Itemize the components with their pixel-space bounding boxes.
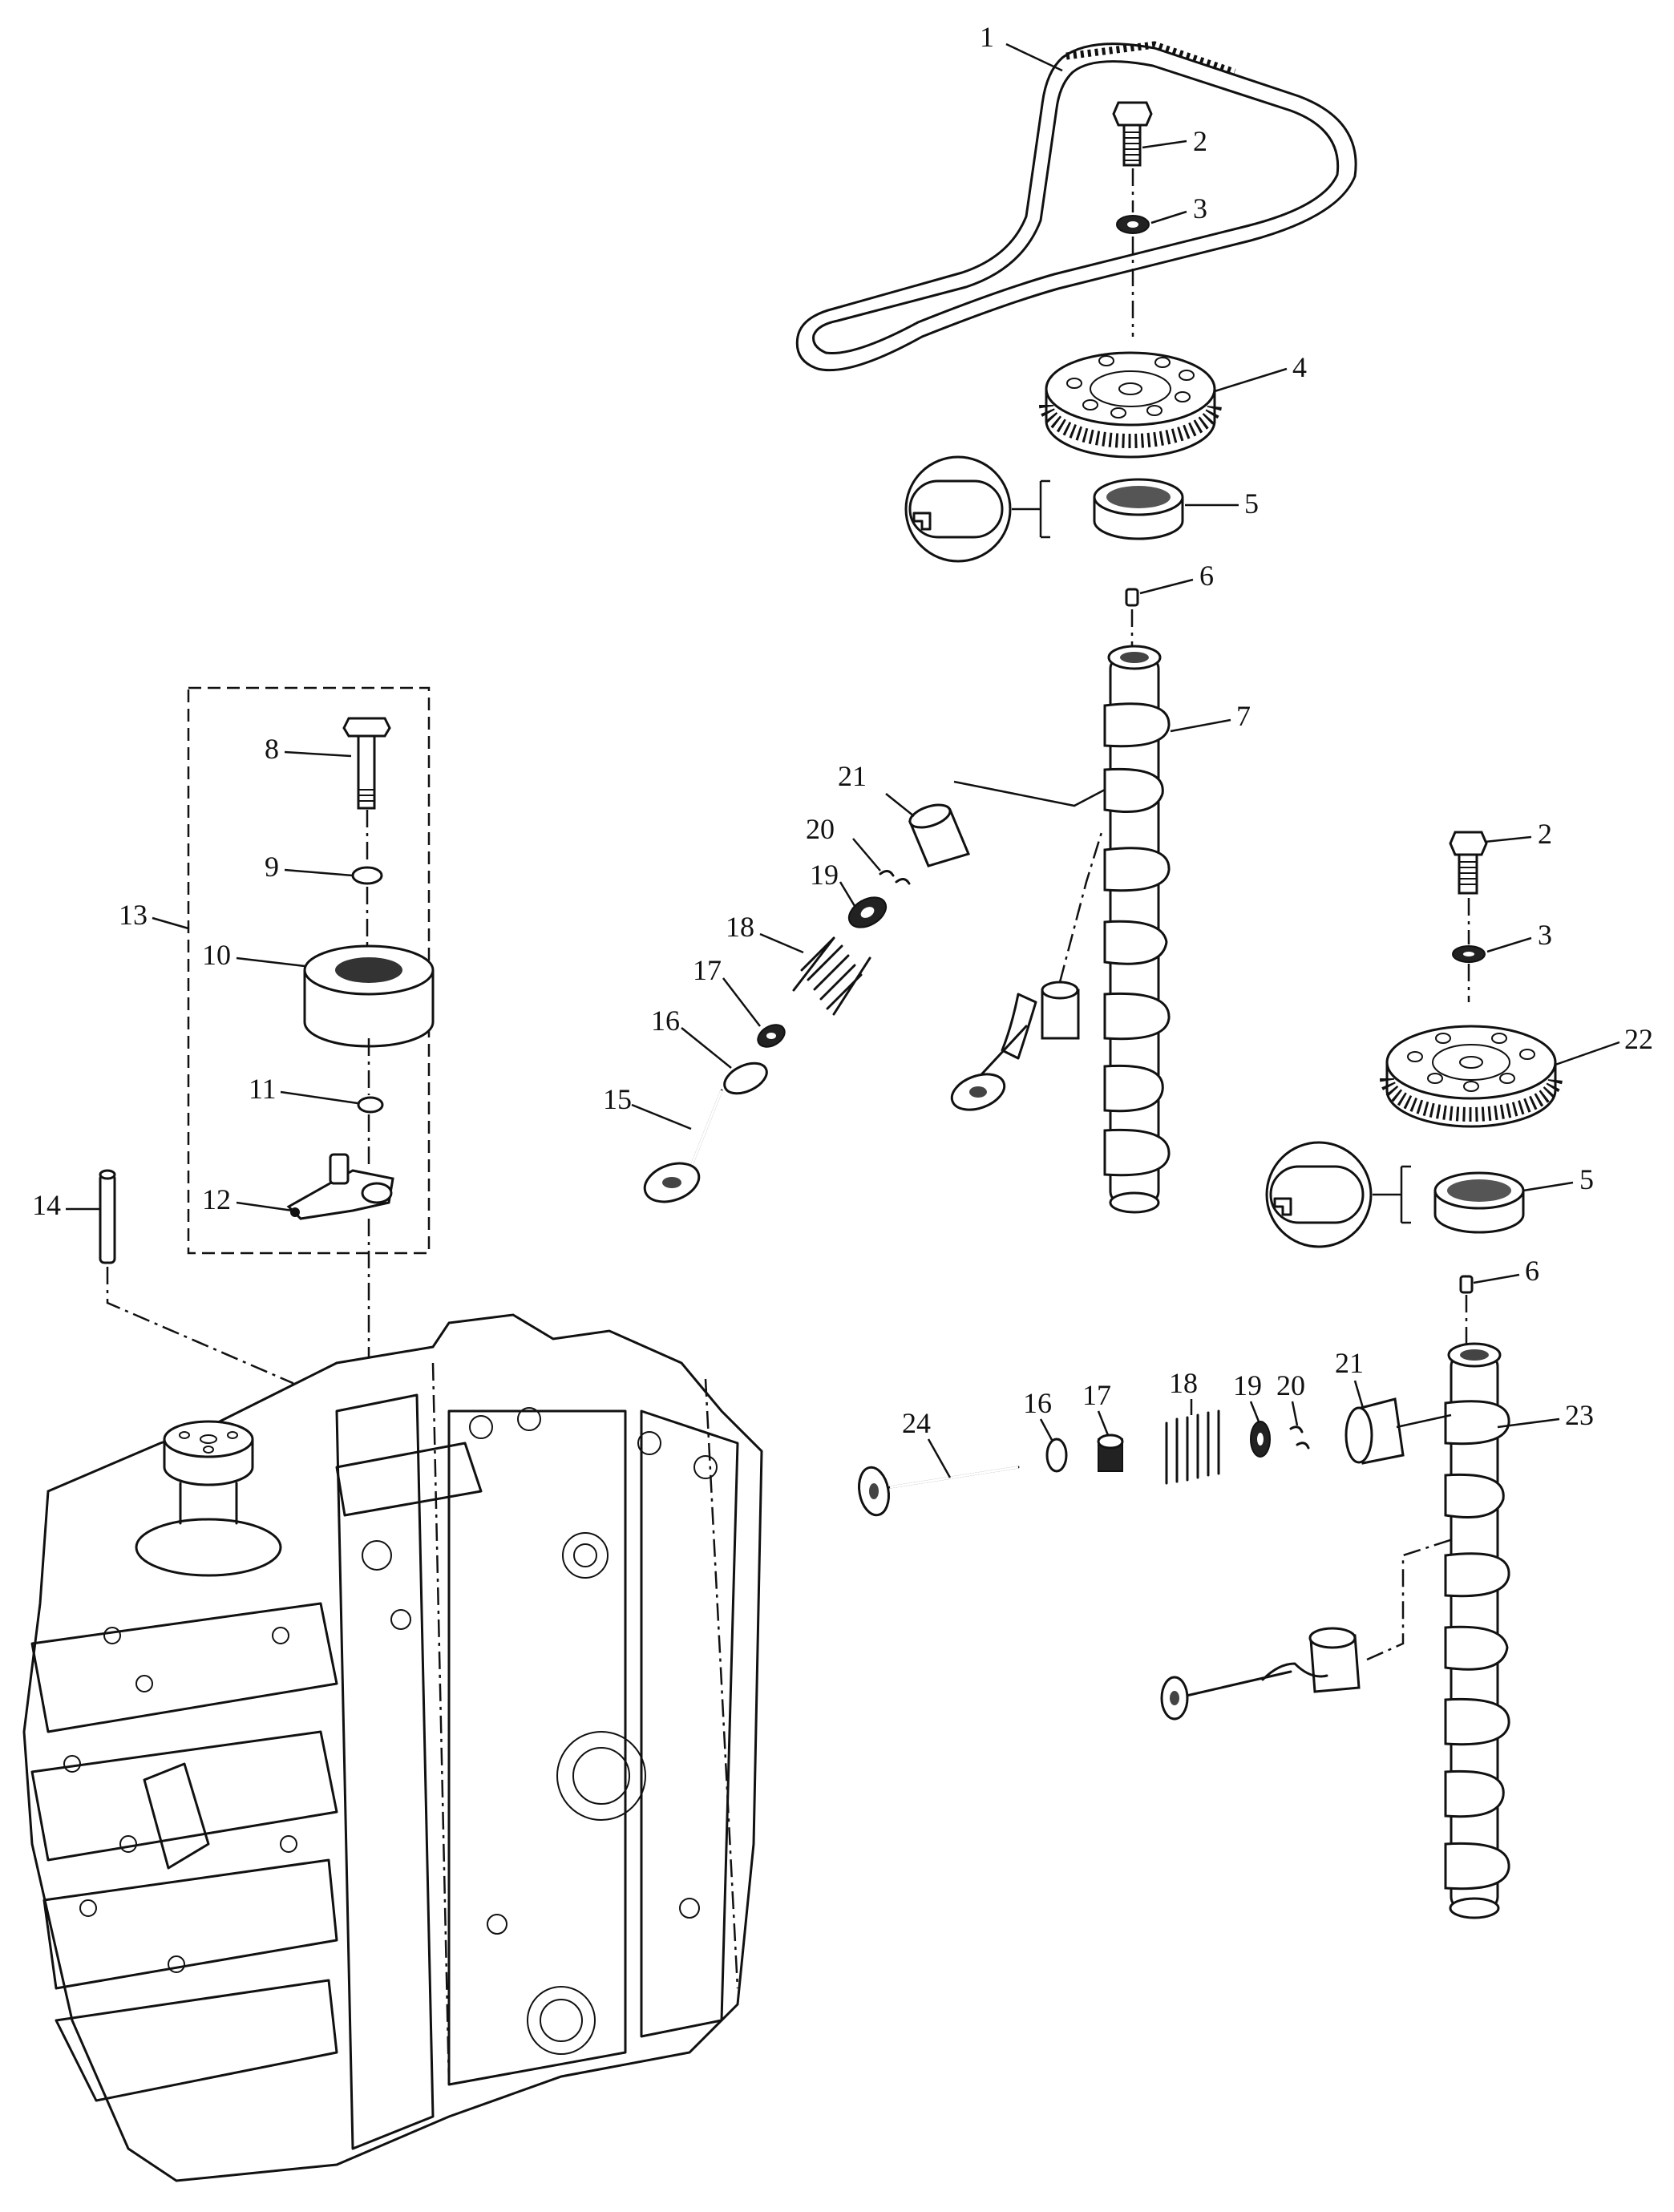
callout-19b: 19 (1233, 1369, 1262, 1401)
callout-5: 5 (1244, 487, 1259, 520)
callout-5b: 5 (1579, 1163, 1594, 1195)
washer (1116, 215, 1150, 234)
spring-retainer (847, 896, 888, 928)
valve-stem-seal (1097, 1434, 1124, 1472)
keeper (879, 870, 911, 885)
callout-11: 11 (249, 1073, 277, 1105)
callout-2b: 2 (1538, 818, 1552, 850)
callout-22: 22 (1624, 1023, 1653, 1055)
callout-1: 1 (980, 21, 994, 53)
callout-14: 14 (32, 1189, 61, 1221)
callout-19: 19 (810, 859, 839, 891)
callout-17b: 17 (1082, 1379, 1111, 1411)
callout-8: 8 (265, 733, 279, 765)
valve-lifter (908, 803, 971, 867)
bolt (1449, 831, 1488, 895)
callout-16b: 16 (1023, 1387, 1052, 1419)
callout-12: 12 (202, 1183, 231, 1215)
seal-detail-inset (904, 455, 1050, 563)
valve (643, 1089, 723, 1203)
callout-23: 23 (1565, 1399, 1594, 1431)
dowel-pin (1459, 1275, 1474, 1294)
washer (351, 866, 383, 885)
valve-stem-seal (757, 1024, 786, 1048)
tensioner-bracket (286, 1153, 394, 1220)
cam-pulley (1039, 351, 1222, 459)
valve-spring-seat (1045, 1438, 1068, 1473)
oil-seal (1433, 1171, 1525, 1234)
callout-10: 10 (202, 939, 231, 971)
callout-7: 7 (1236, 700, 1251, 732)
callout-15: 15 (603, 1083, 632, 1115)
bolt (1112, 101, 1153, 167)
bolt (342, 717, 391, 810)
callout-18: 18 (726, 911, 754, 943)
callout-20b: 20 (1276, 1369, 1305, 1401)
callout-17: 17 (693, 954, 722, 986)
dowel-pin (1125, 588, 1139, 607)
valve-lifter (1344, 1397, 1405, 1465)
callout-3: 3 (1193, 192, 1207, 224)
valve-spring (1165, 1409, 1220, 1485)
keeper (1289, 1425, 1310, 1450)
valve-spring-seat (723, 1062, 768, 1095)
seal-detail-inset (1265, 1141, 1411, 1248)
callout-16: 16 (651, 1005, 680, 1037)
spring-retainer (1250, 1421, 1271, 1458)
valve (858, 1466, 1020, 1517)
callout-21: 21 (838, 760, 867, 792)
callout-4: 4 (1292, 351, 1307, 383)
valve-spring (792, 936, 871, 1016)
callout-6b: 6 (1525, 1255, 1539, 1287)
washer (357, 1096, 384, 1114)
dowel-pin (99, 1169, 116, 1264)
callout-2: 2 (1193, 125, 1207, 157)
callout-24: 24 (902, 1407, 931, 1439)
callout-20: 20 (806, 813, 835, 845)
installed-valve (950, 981, 1080, 1111)
callout-6: 6 (1199, 560, 1214, 592)
callout-18b: 18 (1169, 1367, 1198, 1399)
callout-leaders (66, 42, 1620, 1478)
installed-valve (1160, 1627, 1361, 1721)
tensioner-pulley (303, 944, 435, 1048)
timing-belt (795, 41, 1357, 372)
oil-seal (1093, 478, 1184, 540)
callout-labels: 1 2 3 4 5 6 7 8 9 10 11 12 13 14 15 16 1… (32, 21, 1653, 1439)
cam-pulley (1380, 1025, 1563, 1128)
callout-21b: 21 (1335, 1347, 1364, 1379)
callout-3b: 3 (1538, 919, 1552, 951)
washer (1452, 945, 1486, 963)
camshaft (1444, 1342, 1510, 1919)
camshaft (1103, 645, 1171, 1214)
callout-13: 13 (119, 899, 148, 931)
callout-9: 9 (265, 851, 279, 883)
engine-block (22, 1313, 763, 2182)
